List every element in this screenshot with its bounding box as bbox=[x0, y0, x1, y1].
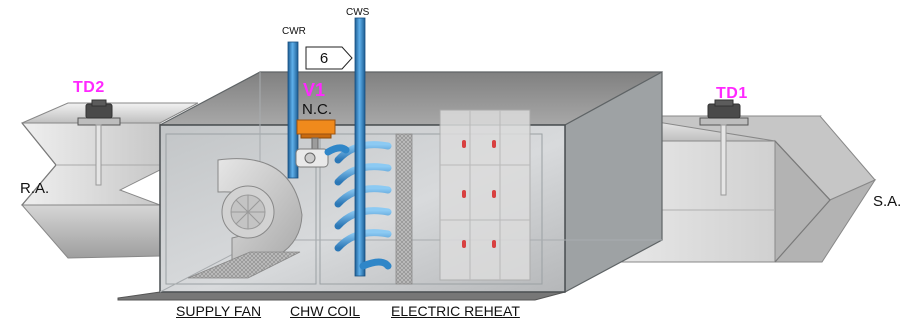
valve-tag[interactable]: V1 bbox=[303, 81, 325, 99]
cwr-label: CWR bbox=[282, 27, 306, 37]
valve-position-value[interactable]: 6 bbox=[306, 47, 342, 69]
chw-coil-label: CHW COIL bbox=[290, 304, 360, 318]
supply-fan-label: SUPPLY FAN bbox=[176, 304, 261, 318]
electric-reheat bbox=[440, 110, 530, 280]
td1-tag[interactable]: TD1 bbox=[716, 86, 748, 102]
valve-state: N.C. bbox=[302, 102, 332, 117]
td2-tag[interactable]: TD2 bbox=[73, 80, 105, 96]
electric-reheat-label: ELECTRIC REHEAT bbox=[391, 304, 520, 318]
supply-air-label: S.A. bbox=[873, 194, 901, 209]
return-air-label: R.A. bbox=[20, 181, 49, 196]
cws-label: CWS bbox=[346, 8, 369, 18]
